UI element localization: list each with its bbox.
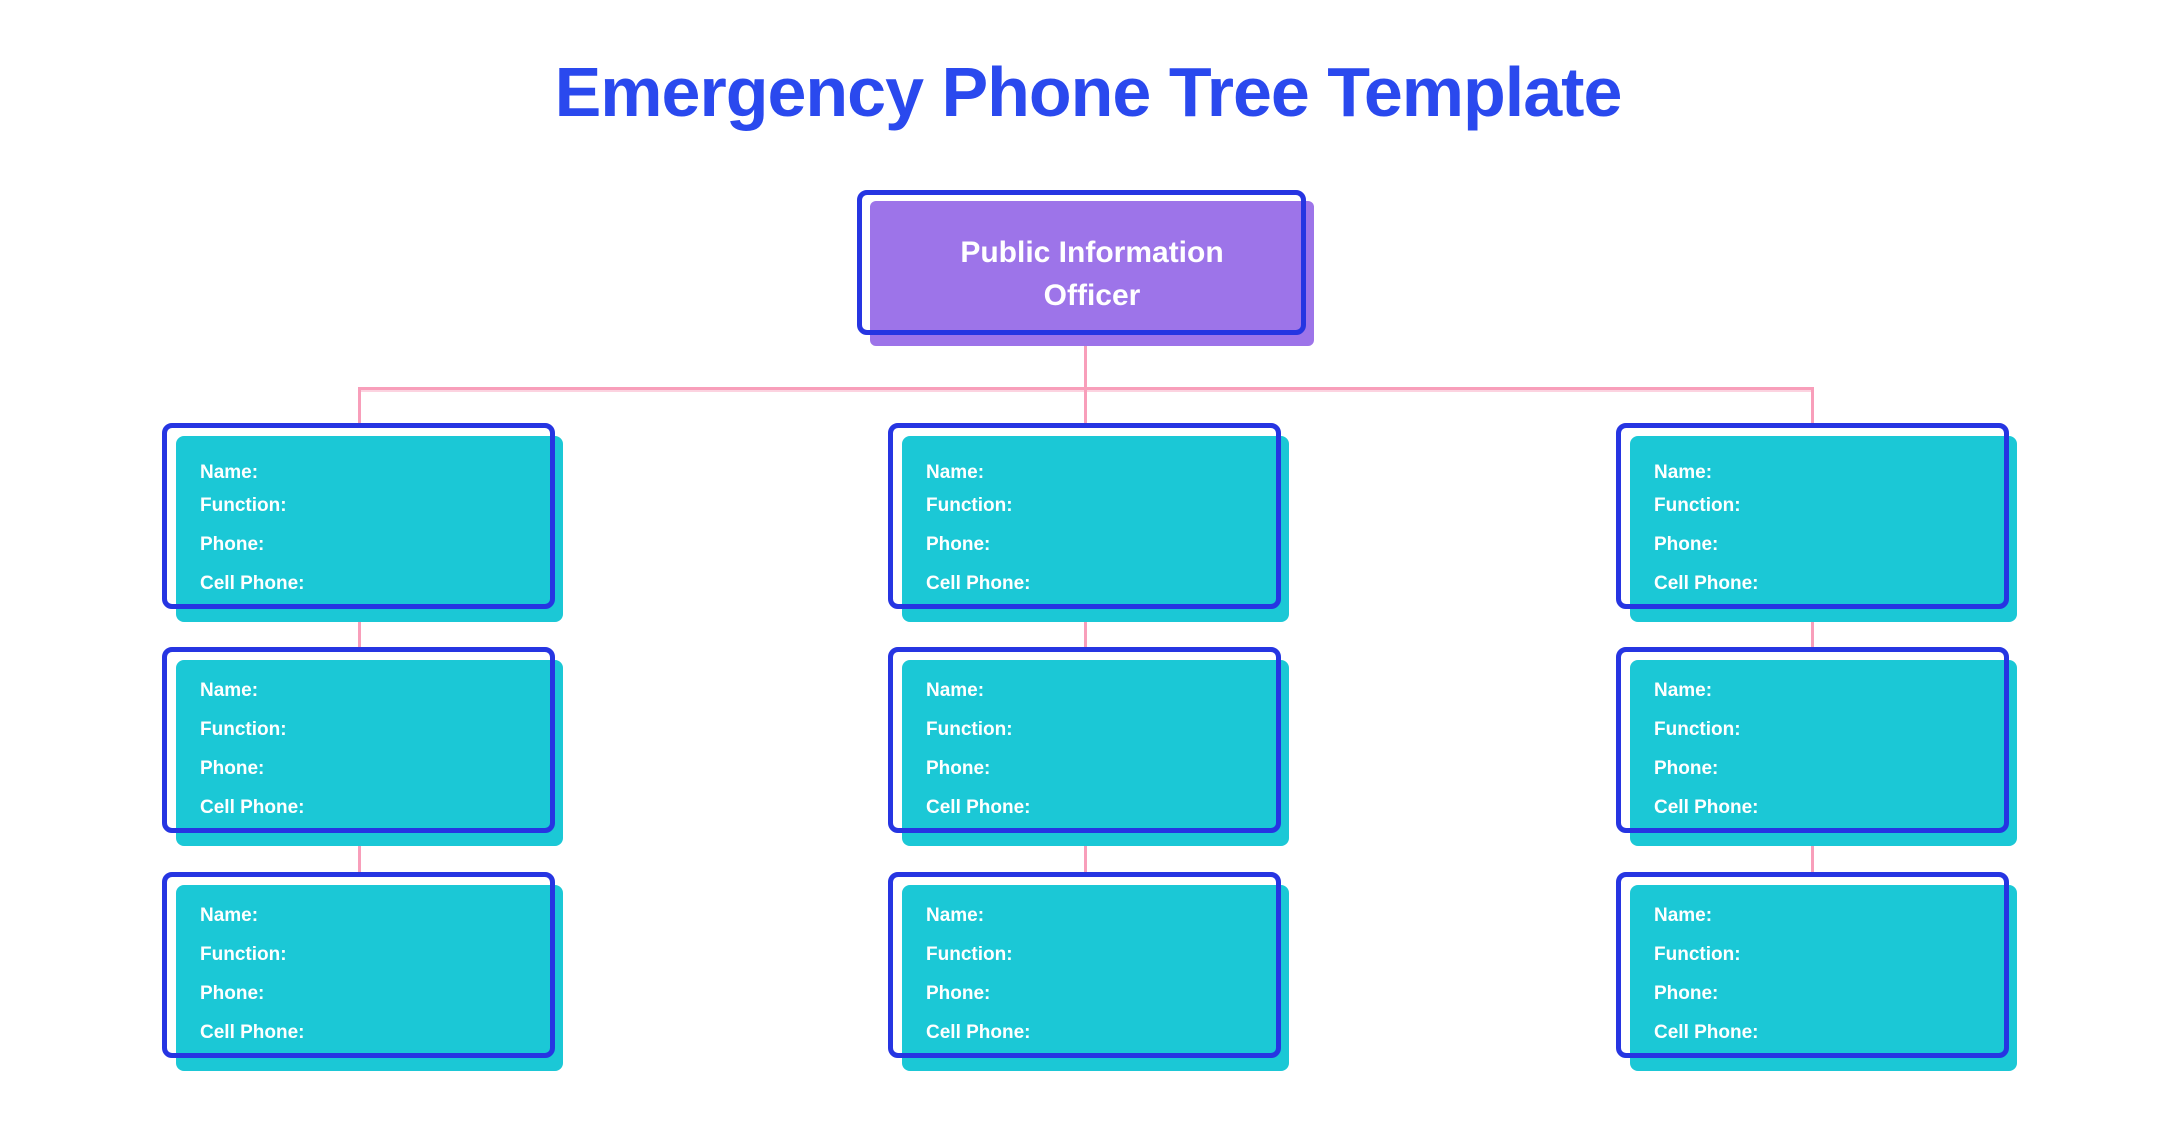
contact-node-col3-row2: Name: Function: Phone: Cell Phone: bbox=[1616, 647, 2017, 846]
field-label-name: Name: bbox=[926, 905, 985, 926]
field-label-phone: Phone: bbox=[200, 758, 265, 779]
field-label-name: Name: bbox=[1654, 680, 1713, 701]
contact-node-outline bbox=[162, 872, 555, 1058]
field-label-cell-phone: Cell Phone: bbox=[926, 1022, 1031, 1043]
contact-node-card: Name: Function: Phone: Cell Phone: bbox=[902, 885, 1289, 1071]
contact-node-card: Name: Function: Phone: Cell Phone: bbox=[902, 660, 1289, 846]
field-label-function: Function: bbox=[200, 944, 287, 965]
contact-node-outline bbox=[888, 423, 1281, 609]
contact-node-col1-row3: Name: Function: Phone: Cell Phone: bbox=[162, 872, 563, 1071]
field-label-phone: Phone: bbox=[1654, 983, 1719, 1004]
field-label-phone: Phone: bbox=[926, 758, 991, 779]
contact-node-col1-row1: Name: Function: Phone: Cell Phone: bbox=[162, 423, 563, 622]
page-title: Emergency Phone Tree Template bbox=[554, 53, 1623, 131]
field-label-function: Function: bbox=[1654, 944, 1741, 965]
field-label-function: Function: bbox=[926, 495, 1013, 516]
contact-node-outline bbox=[1616, 872, 2009, 1058]
field-label-cell-phone: Cell Phone: bbox=[200, 1022, 305, 1043]
field-label-phone: Phone: bbox=[926, 983, 991, 1004]
connector-mid-row1-row2 bbox=[1084, 615, 1087, 651]
field-label-cell-phone: Cell Phone: bbox=[926, 797, 1031, 818]
contact-node-card: Name: Function: Phone: Cell Phone: bbox=[1630, 885, 2017, 1071]
connector-right-drop bbox=[1811, 387, 1814, 427]
connector-left-row2-row3 bbox=[358, 840, 361, 876]
field-label-function: Function: bbox=[200, 495, 287, 516]
contact-node-outline bbox=[162, 647, 555, 833]
field-label-name: Name: bbox=[200, 680, 259, 701]
field-label-name: Name: bbox=[926, 462, 985, 483]
connector-mid-row2-row3 bbox=[1084, 840, 1087, 876]
field-label-cell-phone: Cell Phone: bbox=[926, 573, 1031, 594]
contact-node-col2-row3: Name: Function: Phone: Cell Phone: bbox=[888, 872, 1289, 1071]
root-node-public-information-officer: Public Information Officer bbox=[857, 190, 1314, 346]
connector-right-row1-row2 bbox=[1811, 615, 1814, 651]
contact-node-outline bbox=[1616, 647, 2009, 833]
field-label-phone: Phone: bbox=[200, 534, 265, 555]
field-label-phone: Phone: bbox=[1654, 758, 1719, 779]
field-label-name: Name: bbox=[926, 680, 985, 701]
root-node-outline bbox=[857, 190, 1306, 335]
contact-node-card: Name: Function: Phone: Cell Phone: bbox=[1630, 660, 2017, 846]
field-label-cell-phone: Cell Phone: bbox=[1654, 573, 1759, 594]
field-label-cell-phone: Cell Phone: bbox=[200, 573, 305, 594]
contact-node-card: Name: Function: Phone: Cell Phone: bbox=[902, 436, 1289, 622]
contact-node-card: Name: Function: Phone: Cell Phone: bbox=[176, 436, 563, 622]
field-label-phone: Phone: bbox=[1654, 534, 1719, 555]
contact-node-outline bbox=[1616, 423, 2009, 609]
field-label-function: Function: bbox=[200, 719, 287, 740]
contact-node-outline bbox=[888, 872, 1281, 1058]
field-label-cell-phone: Cell Phone: bbox=[1654, 1022, 1759, 1043]
field-label-function: Function: bbox=[926, 719, 1013, 740]
field-label-function: Function: bbox=[1654, 495, 1741, 516]
contact-node-col3-row3: Name: Function: Phone: Cell Phone: bbox=[1616, 872, 2017, 1071]
field-label-name: Name: bbox=[200, 462, 259, 483]
field-label-phone: Phone: bbox=[200, 983, 265, 1004]
field-label-name: Name: bbox=[1654, 905, 1713, 926]
field-label-function: Function: bbox=[1654, 719, 1741, 740]
field-label-cell-phone: Cell Phone: bbox=[200, 797, 305, 818]
connector-root-drop bbox=[1084, 342, 1087, 426]
field-label-cell-phone: Cell Phone: bbox=[1654, 797, 1759, 818]
field-label-phone: Phone: bbox=[926, 534, 991, 555]
field-label-function: Function: bbox=[926, 944, 1013, 965]
contact-node-col2-row2: Name: Function: Phone: Cell Phone: bbox=[888, 647, 1289, 846]
contact-node-outline bbox=[162, 423, 555, 609]
contact-node-card: Name: Function: Phone: Cell Phone: bbox=[176, 660, 563, 846]
contact-node-card: Name: Function: Phone: Cell Phone: bbox=[176, 885, 563, 1071]
connector-left-row1-row2 bbox=[358, 615, 361, 651]
contact-node-card: Name: Function: Phone: Cell Phone: bbox=[1630, 436, 2017, 622]
connector-horizontal bbox=[359, 387, 1814, 390]
contact-node-col3-row1: Name: Function: Phone: Cell Phone: bbox=[1616, 423, 2017, 622]
connector-left-drop bbox=[358, 387, 361, 427]
field-label-name: Name: bbox=[200, 905, 259, 926]
contact-node-col1-row2: Name: Function: Phone: Cell Phone: bbox=[162, 647, 563, 846]
root-node-card: Public Information Officer bbox=[870, 201, 1314, 346]
field-label-name: Name: bbox=[1654, 462, 1713, 483]
contact-node-col2-row1: Name: Function: Phone: Cell Phone: bbox=[888, 423, 1289, 622]
contact-node-outline bbox=[888, 647, 1281, 833]
connector-right-row2-row3 bbox=[1811, 840, 1814, 876]
